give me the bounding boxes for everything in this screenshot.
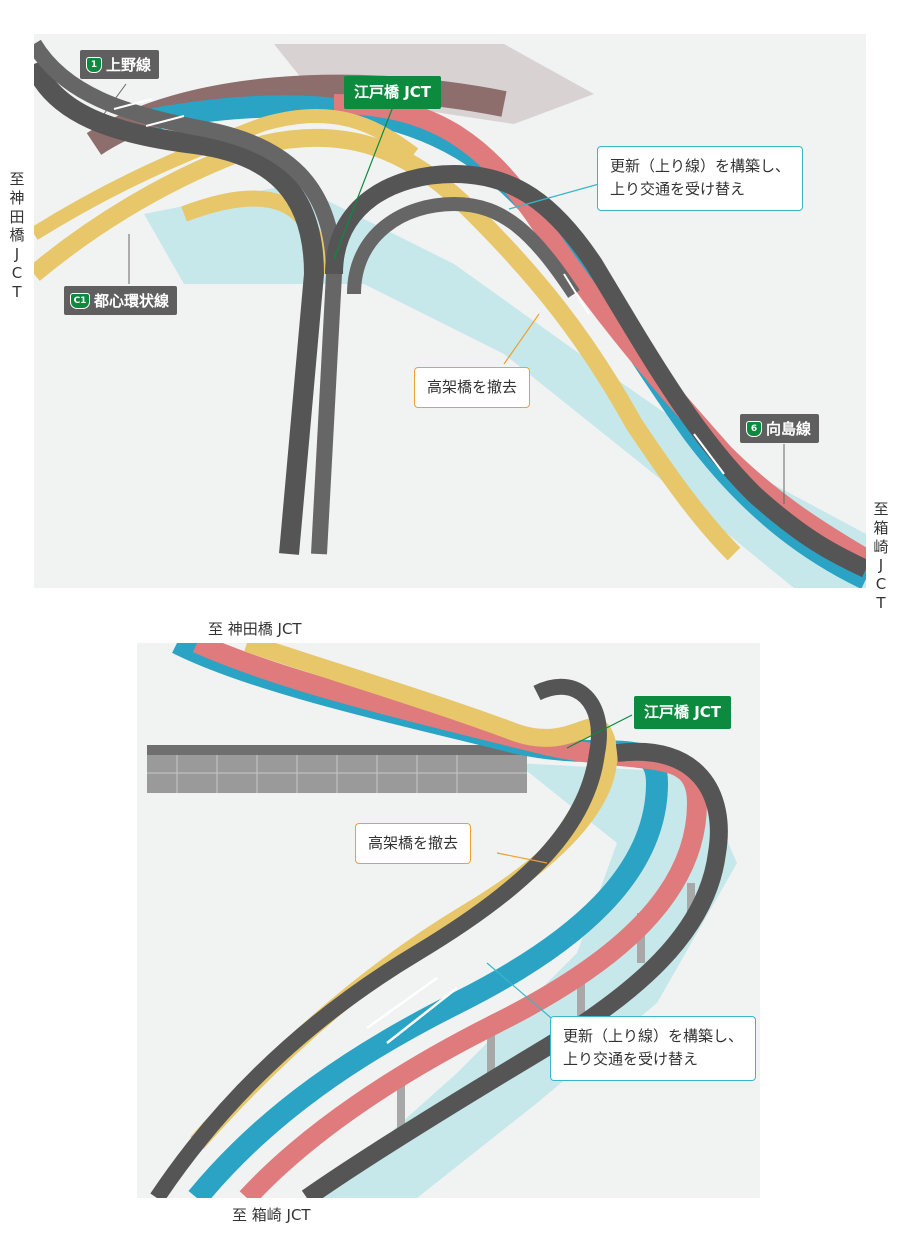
- renewal-connector: [508, 183, 600, 210]
- existing-road-loop: [34, 59, 325, 555]
- new-upbound-road: [333, 94, 866, 568]
- existing-road-east: [301, 742, 728, 1198]
- renewal-connector: [486, 962, 558, 1024]
- jct-connector: [566, 714, 633, 749]
- route-name: 向島線: [766, 420, 812, 438]
- bottom-road-illustration: [147, 643, 737, 1198]
- arrow-ueno-out: [113, 98, 153, 110]
- top-road-illustration: [34, 39, 866, 588]
- route-tag-ueno: 1 上野線: [80, 50, 160, 79]
- arrow-ueno-in: [145, 115, 185, 127]
- remove-connector: [503, 313, 540, 365]
- route-name: 都心環状線: [94, 292, 170, 310]
- jct-label: 江戸橋 JCT: [634, 696, 732, 730]
- remove-connector: [496, 852, 548, 864]
- arrow-mid-2: [693, 433, 725, 475]
- existing-road-mukojima: [325, 164, 866, 578]
- ueno-connector: [103, 83, 127, 115]
- jct-connector: [333, 103, 395, 260]
- arrow-upbound: [366, 976, 438, 1030]
- existing-road-loop-inner: [34, 39, 343, 555]
- route-shield-icon: 6: [746, 420, 762, 437]
- new-upbound-road: [192, 643, 708, 1198]
- jct-label: 江戸橋 JCT: [344, 76, 442, 110]
- ueno-line-road: [86, 74, 507, 155]
- viaduct-deck: [147, 745, 527, 755]
- route-shield-icon: C1: [70, 292, 90, 309]
- existing-road-west: [150, 678, 607, 1198]
- removed-viaduct-b: [34, 109, 419, 240]
- arrow-mid-1: [563, 273, 590, 315]
- route-tag-toshin: C1 都心環状線: [64, 286, 178, 315]
- direction-kandabashi: 至 神田橋 JCT: [208, 620, 302, 638]
- route-name: 上野線: [106, 56, 152, 74]
- renewal-line-2: 上り交通を受け替え: [610, 180, 746, 199]
- renewal-line-2: 上り交通を受け替え: [563, 1050, 699, 1069]
- remove-callout: 高架橋を撤去: [355, 823, 472, 865]
- viaduct-frame: [147, 755, 527, 793]
- arrow-downbound: [386, 987, 458, 1044]
- bottom-diagram-panel: 江戸橋 JCT 高架橋を撤去 更新（上り線）を構築し、 上り交通を受け替え: [137, 643, 760, 1198]
- renewal-callout: 更新（上り線）を構築し、 上り交通を受け替え: [597, 146, 804, 211]
- top-diagram-panel: 1 上野線 C1 都心環状線 6 向島線 江戸橋 JCT 更新（上り線）を構築し…: [34, 34, 866, 588]
- existing-road-ramp: [347, 196, 580, 298]
- route-shield-icon: 1: [86, 56, 102, 73]
- route-tag-mukojima: 6 向島線: [740, 414, 820, 443]
- direction-hakozaki: 至 箱崎 JCT: [232, 1206, 311, 1224]
- renewal-line-1: 更新（上り線）を構築し、: [563, 1027, 744, 1045]
- renewal-callout: 更新（上り線）を構築し、 上り交通を受け替え: [550, 1016, 757, 1081]
- renewal-line-1: 更新（上り線）を構築し、: [610, 157, 791, 175]
- remove-callout: 高架橋を撤去: [414, 367, 531, 409]
